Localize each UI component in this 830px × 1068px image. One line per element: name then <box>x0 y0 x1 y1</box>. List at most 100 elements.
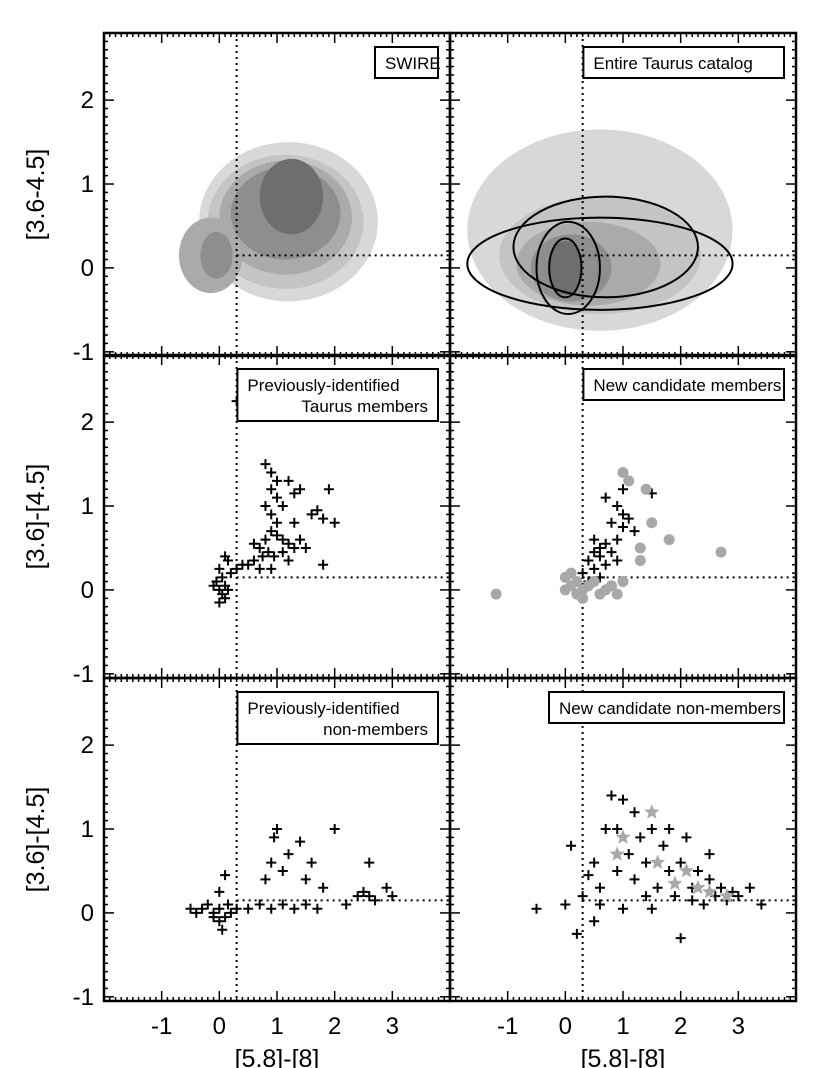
data-point-plus <box>289 542 300 553</box>
panel-ticks <box>103 678 451 1001</box>
data-point-plus <box>531 903 542 914</box>
data-point-plus <box>646 903 657 914</box>
data-point-plus <box>629 874 640 885</box>
data-point-plus <box>277 865 288 876</box>
data-point-plus <box>364 857 375 868</box>
x-tick-label: 2 <box>328 1013 341 1040</box>
data-point-plus <box>283 538 294 549</box>
y-tick-label: 1 <box>81 171 94 198</box>
data-point-star <box>719 888 735 903</box>
data-point-plus <box>266 563 277 574</box>
data-point-plus <box>257 551 268 562</box>
legend-label: SWIRE <box>385 54 441 73</box>
y-tick-label: -1 <box>73 661 94 688</box>
data-point-plus <box>266 484 277 495</box>
data-point-plus <box>733 891 744 902</box>
data-point-plus <box>589 857 600 868</box>
data-point-plus <box>669 891 680 902</box>
legend-frame <box>548 691 785 724</box>
data-point-star <box>690 879 706 895</box>
data-point-plus <box>664 824 675 835</box>
data-point-plus <box>618 903 628 914</box>
data-point-plus <box>641 857 652 868</box>
data-point-plus <box>381 882 392 893</box>
data-point-circle <box>623 475 635 487</box>
x-tick-label: 3 <box>386 1013 399 1040</box>
data-point-circle <box>646 517 658 529</box>
data-point-plus <box>248 555 259 566</box>
legend-label: New candidate members <box>593 376 781 395</box>
data-point-plus <box>675 857 686 868</box>
data-point-plus <box>231 563 242 574</box>
panel-plot-area <box>466 33 796 356</box>
data-point-circle <box>617 576 629 588</box>
data-point-plus <box>623 513 634 524</box>
data-point-plus <box>289 903 300 914</box>
data-point-plus <box>744 882 755 893</box>
line-contour-2 <box>512 195 699 299</box>
data-point-plus <box>681 832 692 843</box>
legend-label: New candidate non-members <box>559 699 781 718</box>
y-tick-label: 0 <box>81 255 94 282</box>
data-point-circle <box>640 483 652 495</box>
data-point-plus <box>646 824 657 835</box>
data-point-plus <box>323 484 334 495</box>
y-tick-label: 2 <box>81 87 94 114</box>
data-point-plus <box>358 886 369 897</box>
data-point-plus <box>577 891 588 902</box>
data-point-plus <box>185 903 196 914</box>
data-point-plus <box>594 882 605 893</box>
data-point-plus <box>300 874 311 885</box>
data-point-plus <box>222 899 233 910</box>
data-point-plus <box>318 882 329 893</box>
legend-box: Entire Taurus catalog <box>582 46 786 79</box>
data-point-plus <box>300 542 311 553</box>
data-point-plus <box>341 899 352 910</box>
data-point-plus <box>594 899 605 910</box>
data-point-plus <box>191 907 202 918</box>
data-point-plus <box>589 916 600 927</box>
legend-label: non-members <box>323 720 428 739</box>
data-point-plus <box>583 870 594 881</box>
data-point-star <box>615 829 631 844</box>
legend-box: SWIRE <box>374 46 441 79</box>
data-point-plus <box>675 933 686 944</box>
data-point-plus <box>202 899 213 910</box>
data-point-plus <box>277 899 288 910</box>
data-point-circle <box>715 546 727 558</box>
data-point-plus <box>214 597 225 608</box>
line-contour-1 <box>466 216 734 311</box>
data-point-plus <box>208 580 219 591</box>
x-tick-label: -1 <box>151 1013 172 1040</box>
data-point-plus <box>266 467 277 478</box>
x-axis-label: [5.8]-[8] <box>235 1045 320 1068</box>
data-point-plus <box>243 903 254 914</box>
data-point-plus <box>716 882 727 893</box>
y-tick-label: 2 <box>81 409 94 436</box>
data-point-circle <box>577 592 589 604</box>
data-point-plus <box>266 903 277 914</box>
data-point-plus <box>295 534 306 545</box>
y-axis-label: [3.6-4.5] <box>22 149 50 241</box>
data-point-plus <box>220 870 231 881</box>
data-point-plus <box>266 509 277 520</box>
data-point-plus <box>272 475 282 486</box>
data-point-plus <box>306 857 317 868</box>
data-point-plus <box>704 874 715 885</box>
data-point-plus <box>606 517 617 528</box>
line-contour-3 <box>535 220 601 316</box>
legend-box: New candidate non-members <box>548 691 785 724</box>
data-point-plus <box>329 517 340 528</box>
data-point-plus <box>612 534 623 545</box>
data-point-plus <box>214 886 225 897</box>
panel-plot-area <box>490 355 796 678</box>
data-point-plus <box>571 928 582 939</box>
data-point-plus <box>618 794 628 805</box>
data-point-plus <box>217 924 228 935</box>
panel-plot-area <box>185 678 450 1001</box>
data-point-plus <box>254 899 265 910</box>
data-point-plus <box>260 501 271 512</box>
